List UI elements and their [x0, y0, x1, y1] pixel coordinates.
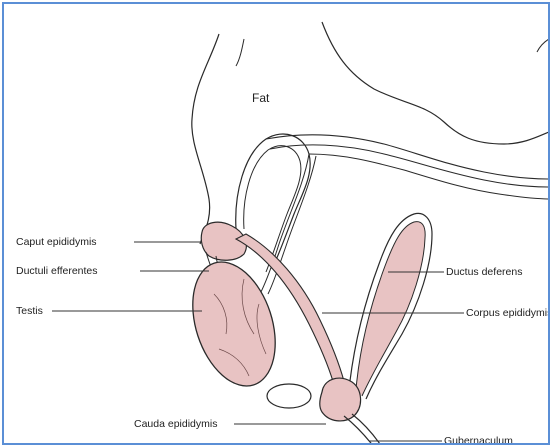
label-gubernaculum: Gubernaculum [444, 435, 513, 445]
diagram-frame: Fat Caput epididymis Ductuli efferentes … [2, 2, 550, 445]
label-ductus-deferens: Ductus deferens [446, 266, 522, 278]
anatomy-illustration [4, 4, 550, 445]
label-corpus-epididymis: Corpus epididymis [466, 307, 550, 319]
label-caput-epididymis: Caput epididymis [16, 236, 97, 248]
fat-outline-right [322, 22, 549, 144]
testis-shape [178, 251, 290, 396]
cauda-cyst [267, 384, 311, 408]
fat-inner-contour [236, 39, 244, 66]
cauda-epididymis-shape [320, 378, 361, 421]
label-fat: Fat [252, 92, 269, 104]
gubernaculum-shape-2 [352, 414, 382, 445]
label-testis: Testis [16, 305, 43, 317]
label-cauda-epididymis: Cauda epididymis [134, 418, 217, 430]
vessel-loop-outer [236, 134, 310, 269]
fat-inner-contour-2 [537, 39, 549, 52]
label-ductuli-efferentes: Ductuli efferentes [16, 265, 98, 277]
fat-outline [192, 34, 219, 244]
